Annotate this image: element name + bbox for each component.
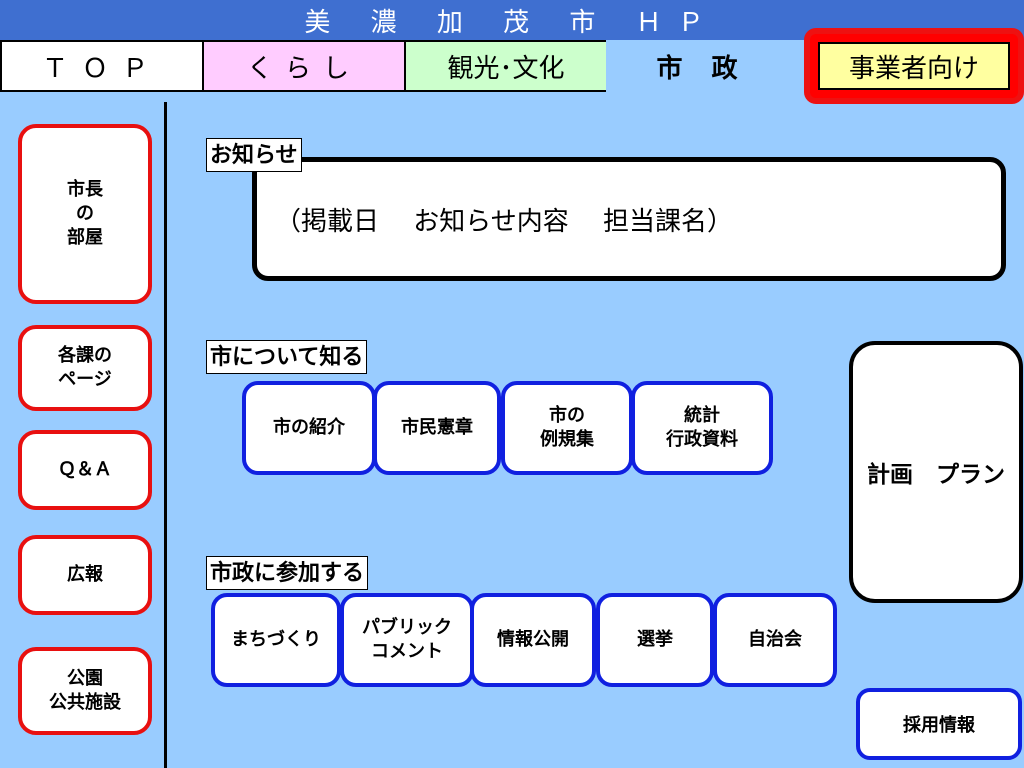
sidebar-department-pages-button[interactable]: 各課の ページ: [18, 325, 152, 411]
citizen-charter-label: 市民憲章: [401, 416, 473, 438]
election-button[interactable]: 選挙: [596, 593, 714, 687]
nav-tab-shisei-label: 市 政: [656, 53, 748, 84]
city-intro-label: 市の紹介: [273, 416, 345, 438]
information-disclosure-label: 情報公開: [497, 628, 569, 650]
sidebar-mayor-room-label: 市長 の 部屋: [67, 178, 103, 249]
city-intro-button[interactable]: 市の紹介: [242, 381, 376, 475]
sidebar-department-pages-label: 各課の ページ: [58, 344, 112, 390]
sidebar-qa-button[interactable]: Ｑ＆Ａ: [18, 430, 152, 510]
news-heading: お知らせ: [206, 138, 302, 172]
statistics-label: 統計 行政資料: [666, 404, 738, 450]
news-box[interactable]: （掲載日 お知らせ内容 担当課名）: [252, 157, 1006, 281]
sidebar-mayor-room-button[interactable]: 市長 の 部屋: [18, 124, 152, 304]
sidebar-parks-facilities-button[interactable]: 公園 公共施設: [18, 647, 152, 735]
city-regulations-label: 市の 例規集: [540, 404, 594, 450]
nav-tab-jigyosha-label: 事業者向け: [848, 53, 979, 84]
site-title-bar: 美 濃 加 茂 市 ＨＰ: [0, 0, 1024, 40]
machizukuri-button[interactable]: まちづくり: [211, 593, 341, 687]
news-content: （掲載日 お知らせ内容 担当課名）: [275, 206, 734, 237]
nav-tab-kurashi[interactable]: くらし: [202, 40, 406, 92]
recruitment-button[interactable]: 採用情報: [856, 688, 1022, 760]
citizen-charter-button[interactable]: 市民憲章: [373, 381, 501, 475]
participate-heading: 市政に参加する: [206, 556, 369, 590]
nav-tab-kurashi-label: くらし: [246, 53, 361, 84]
nav-tab-kanko-bunka-label: 観光･文化: [447, 53, 565, 84]
nav-tab-kanko-bunka[interactable]: 観光･文化: [404, 40, 608, 92]
city-regulations-button[interactable]: 市の 例規集: [501, 381, 633, 475]
sidebar-qa-label: Ｑ＆Ａ: [58, 458, 112, 480]
nav-tab-shisei[interactable]: 市 政: [606, 40, 798, 92]
neighborhood-association-button[interactable]: 自治会: [713, 593, 837, 687]
nav-tab-jigyosha[interactable]: 事業者向け: [804, 28, 1024, 104]
know-city-heading: 市について知る: [206, 340, 368, 374]
neighborhood-association-label: 自治会: [748, 628, 802, 650]
nav-tab-top[interactable]: ＴＯＰ: [0, 40, 204, 92]
machizukuri-label: まちづくり: [231, 628, 321, 650]
sidebar-koho-label: 広報: [67, 563, 103, 585]
sidebar-parks-facilities-label: 公園 公共施設: [49, 667, 121, 713]
statistics-button[interactable]: 統計 行政資料: [631, 381, 773, 475]
election-label: 選挙: [637, 628, 673, 650]
plan-label: 計画 プラン: [867, 462, 1005, 488]
plan-button[interactable]: 計画 プラン: [849, 341, 1023, 603]
sidebar-koho-button[interactable]: 広報: [18, 535, 152, 615]
sidebar-divider: [164, 102, 167, 768]
nav-tab-top-label: ＴＯＰ: [41, 53, 162, 84]
recruitment-label: 採用情報: [903, 715, 975, 736]
site-title: 美 濃 加 茂 市 ＨＰ: [304, 7, 720, 38]
public-comment-label: パブリック コメント: [362, 616, 452, 662]
information-disclosure-button[interactable]: 情報公開: [470, 593, 596, 687]
public-comment-button[interactable]: パブリック コメント: [340, 593, 474, 687]
nav-tab-jigyosha-inner[interactable]: 事業者向け: [818, 42, 1010, 90]
